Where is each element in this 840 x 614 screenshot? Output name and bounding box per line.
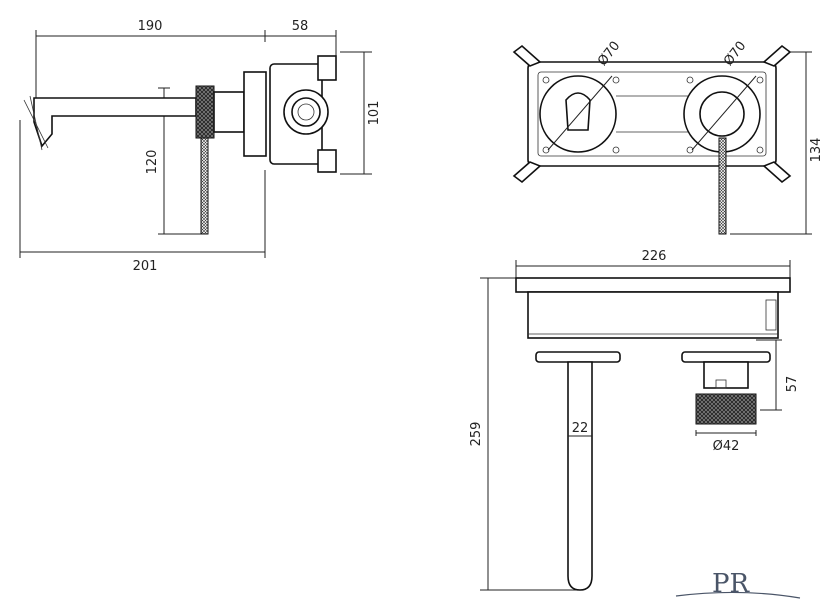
dim-label: 190: [138, 19, 163, 34]
dim-label: Ø42: [713, 439, 740, 454]
top-spout: 22: [535, 351, 621, 591]
side-collar: [213, 91, 245, 133]
top-view: 226 259 57 22: [469, 249, 800, 591]
dim-label: 259: [469, 422, 484, 447]
dim-side-spout-length: 190: [35, 19, 266, 100]
side-view: 190 58 101 120 201: [19, 19, 382, 274]
top-handle: Ø42: [681, 351, 771, 454]
dim-label: 226: [642, 249, 667, 264]
side-knurled-handle: [195, 85, 215, 139]
side-wall-plate: [243, 71, 267, 157]
dim-label: 201: [133, 259, 158, 274]
dim-label: 120: [145, 150, 160, 175]
dim-side-plate-height: 101: [340, 51, 382, 175]
top-knurled-handle: [695, 393, 757, 425]
dim-top-overall-depth: 259: [469, 277, 580, 591]
top-mounting-plate: [515, 277, 791, 339]
front-hose: [718, 137, 727, 235]
side-spout: [23, 95, 197, 151]
logo-text: PR: [712, 569, 750, 599]
dim-side-body-depth: 58: [265, 19, 337, 60]
dim-top-plate-width: 226: [515, 249, 791, 278]
front-spout-outlet: Ø70: [539, 39, 623, 153]
dim-top-handle-depth: 57: [756, 339, 800, 411]
side-valve-body: [269, 55, 337, 173]
dim-label: 22: [572, 421, 589, 436]
side-hose: [200, 137, 209, 235]
dim-label: 101: [367, 101, 382, 126]
dim-label: 58: [292, 19, 309, 34]
brand-logo: PR: [675, 569, 801, 599]
front-handle-knob: Ø70: [683, 39, 761, 153]
dim-label: 57: [785, 376, 800, 393]
dim-front-plate-height: 134: [730, 51, 824, 235]
dim-side-overall-length: 201: [19, 120, 266, 274]
dim-label: 134: [809, 138, 824, 163]
front-view: 134 Ø70: [512, 39, 824, 235]
